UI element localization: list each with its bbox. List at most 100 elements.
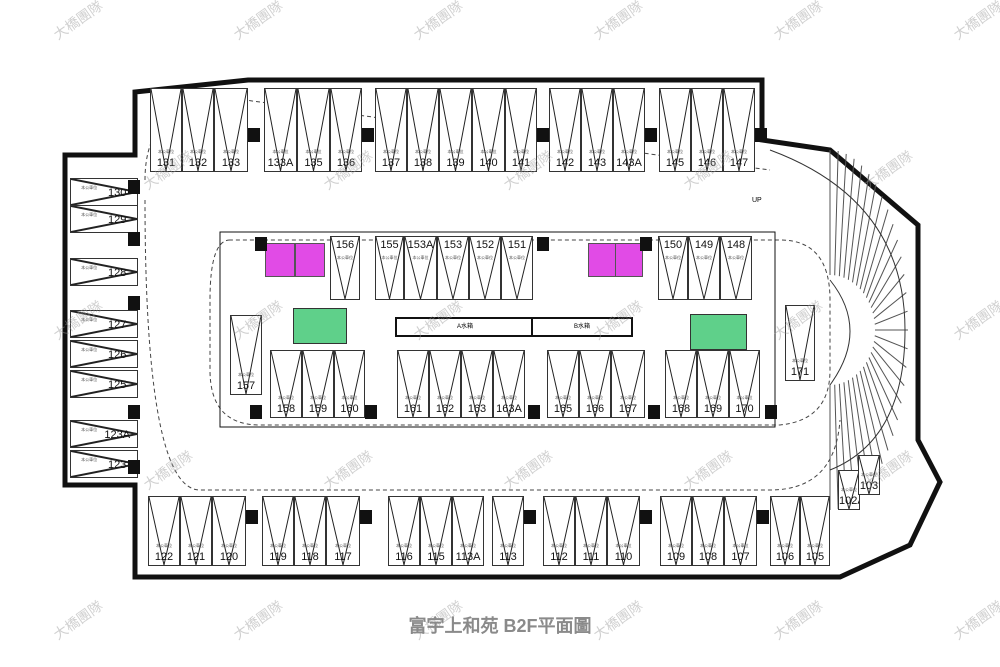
stall-tag: 本公車位: [81, 317, 98, 322]
stall-marking: [71, 206, 137, 232]
stall-number: 156: [335, 239, 355, 251]
stall-number: 152: [475, 239, 495, 251]
stall-marking: [721, 237, 751, 299]
stall-marking: [215, 89, 247, 171]
stall-tag: 本公車位: [621, 149, 637, 154]
stall-number: 112: [550, 551, 568, 563]
stall-marking: [430, 351, 460, 417]
stall-marking: [666, 351, 696, 417]
stall-tag: 本公車位: [238, 372, 254, 377]
pillar: [128, 232, 140, 246]
stall-number: 105: [805, 551, 825, 563]
stall-number: 163: [467, 403, 487, 415]
stall-tag: 本公車位: [445, 255, 461, 260]
stall-tag: 本公車位: [81, 347, 98, 352]
stall-number: 128: [108, 267, 127, 279]
stall-marking: [438, 237, 468, 299]
stall-tag: 本公車位: [699, 149, 715, 154]
stall-tag: 本公車位: [383, 149, 399, 154]
stall-tag: 本公車位: [615, 543, 632, 548]
stall-marking: [71, 341, 137, 367]
stall-marking: [839, 471, 859, 509]
parking-stall: 158 本公車位: [270, 350, 302, 418]
stall-marking: [71, 179, 137, 205]
water-tank-b: B水箱: [531, 317, 633, 337]
stall-number: 141: [511, 157, 531, 169]
stall-marking: [724, 89, 754, 171]
stall-marking: [71, 371, 137, 397]
stall-number: 116: [395, 551, 413, 563]
stall-tag: 本公車位: [587, 395, 603, 400]
stall-tag: 本公車位: [732, 543, 749, 548]
stall-number: 147: [729, 157, 749, 169]
stall-tag: 本公車位: [667, 149, 683, 154]
stall-number: 123A: [104, 429, 131, 441]
stall-tag: 本公車位: [305, 149, 322, 154]
stall-tag: 本公車位: [310, 395, 326, 400]
stall-tag: 本公車位: [223, 149, 239, 154]
staircase: [690, 314, 747, 350]
stall-tag: 本公車位: [620, 395, 636, 400]
stall-marking: [376, 89, 406, 171]
pillar: [537, 128, 549, 142]
stall-tag: 本公車位: [668, 543, 684, 548]
stall-tag: 本公車位: [477, 255, 493, 260]
stall-marking: [730, 351, 759, 417]
stall-tag: 本公車位: [555, 395, 571, 400]
stall-number: 126: [108, 349, 127, 361]
stall-number: 158: [276, 403, 296, 415]
stall-tag: 本公車位: [302, 543, 318, 548]
stall-number: 169: [703, 403, 723, 415]
pillar: [128, 296, 140, 310]
stall-marking: [576, 497, 606, 565]
stall-marking: [660, 89, 690, 171]
stall-marking: [608, 497, 639, 565]
stall-marking: [725, 497, 756, 565]
stall-marking: [771, 497, 799, 565]
stall-marking: [786, 306, 814, 380]
elevator-icon: [295, 243, 325, 277]
pillar: [765, 405, 777, 419]
stall-tag: 本公車位: [381, 255, 398, 260]
stall-number: 165: [553, 403, 573, 415]
stall-tag: 本公車位: [447, 149, 464, 154]
stall-tag: 本公車位: [278, 395, 294, 400]
stall-tag: 本公車位: [412, 255, 429, 260]
stall-tag: 本公車位: [501, 395, 517, 400]
pillar: [248, 128, 260, 142]
stall-tag: 本公車位: [469, 395, 485, 400]
stall-tag: 本公車位: [81, 265, 98, 270]
pillar: [640, 510, 652, 524]
pillar: [128, 405, 140, 419]
stall-number: 170: [735, 403, 754, 415]
stall-tag: 本公車位: [341, 395, 358, 400]
stall-marking: [550, 89, 580, 171]
stall-tag: 本公車位: [158, 149, 174, 154]
